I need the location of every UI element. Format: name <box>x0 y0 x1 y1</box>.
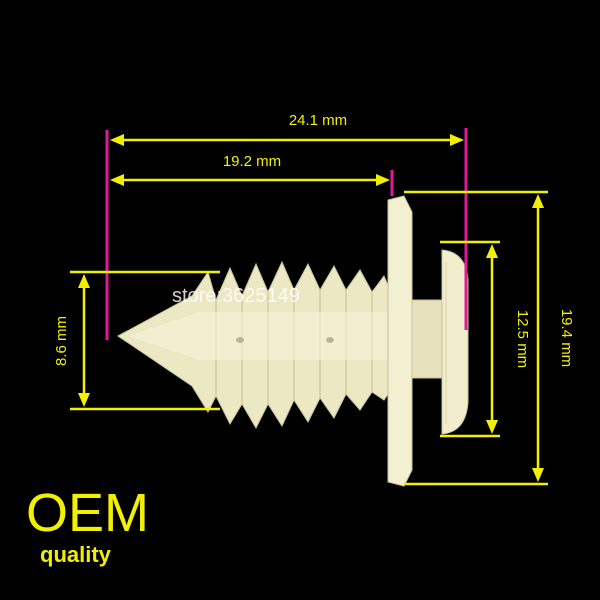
dimension-label-shank: 19.2 mm <box>223 153 281 170</box>
watermark-text: store:3625149 <box>172 285 300 307</box>
dimension-label-flange-diameter: 19.4 mm <box>558 309 575 367</box>
push-clip-image <box>117 195 469 487</box>
dimension-label-overall: 24.1 mm <box>289 112 347 129</box>
arrowhead <box>376 174 390 186</box>
dimension-lines <box>70 134 548 486</box>
arrowhead <box>78 393 90 407</box>
arrowhead <box>532 194 544 208</box>
arrowhead <box>78 274 90 288</box>
oem-label: OEM <box>26 483 149 543</box>
arrowhead <box>486 420 498 434</box>
dimension-label-head-diameter: 12.5 mm <box>514 310 531 368</box>
arrowhead <box>110 174 124 186</box>
dimension-label-shank-diameter: 8.6 mm <box>53 316 70 366</box>
quality-label: quality <box>40 542 112 567</box>
arrowhead <box>532 468 544 482</box>
arrowhead <box>110 134 124 146</box>
arrowhead <box>450 134 464 146</box>
arrowhead <box>486 244 498 258</box>
reference-lines <box>105 128 468 340</box>
